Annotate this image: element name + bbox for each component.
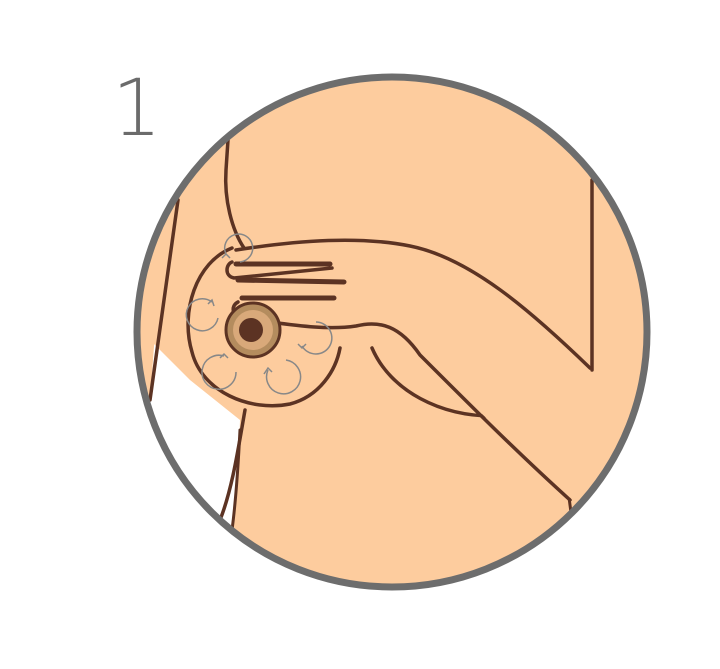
back-outline	[148, 198, 180, 402]
left-breast-outline	[186, 246, 342, 408]
waist-outline-left-2	[230, 428, 242, 532]
circular-arrow-icon	[263, 359, 302, 395]
circular-arrow-icon	[201, 352, 237, 390]
frame-ring	[133, 73, 651, 591]
circular-arrow-icon	[221, 233, 254, 263]
step-number: 1	[112, 64, 162, 154]
arm-lower-outline	[268, 320, 572, 502]
circular-arrow-icon	[185, 298, 219, 332]
body-outline-left	[223, 138, 246, 250]
finger-2-line	[235, 277, 347, 285]
finger-1	[225, 260, 334, 280]
nipple	[239, 318, 263, 342]
torso	[150, 77, 600, 587]
circular-arrow-icon	[297, 321, 333, 355]
arm-upper-outline	[234, 238, 592, 370]
right-arm	[232, 240, 592, 500]
waist-outline-left	[218, 408, 247, 522]
